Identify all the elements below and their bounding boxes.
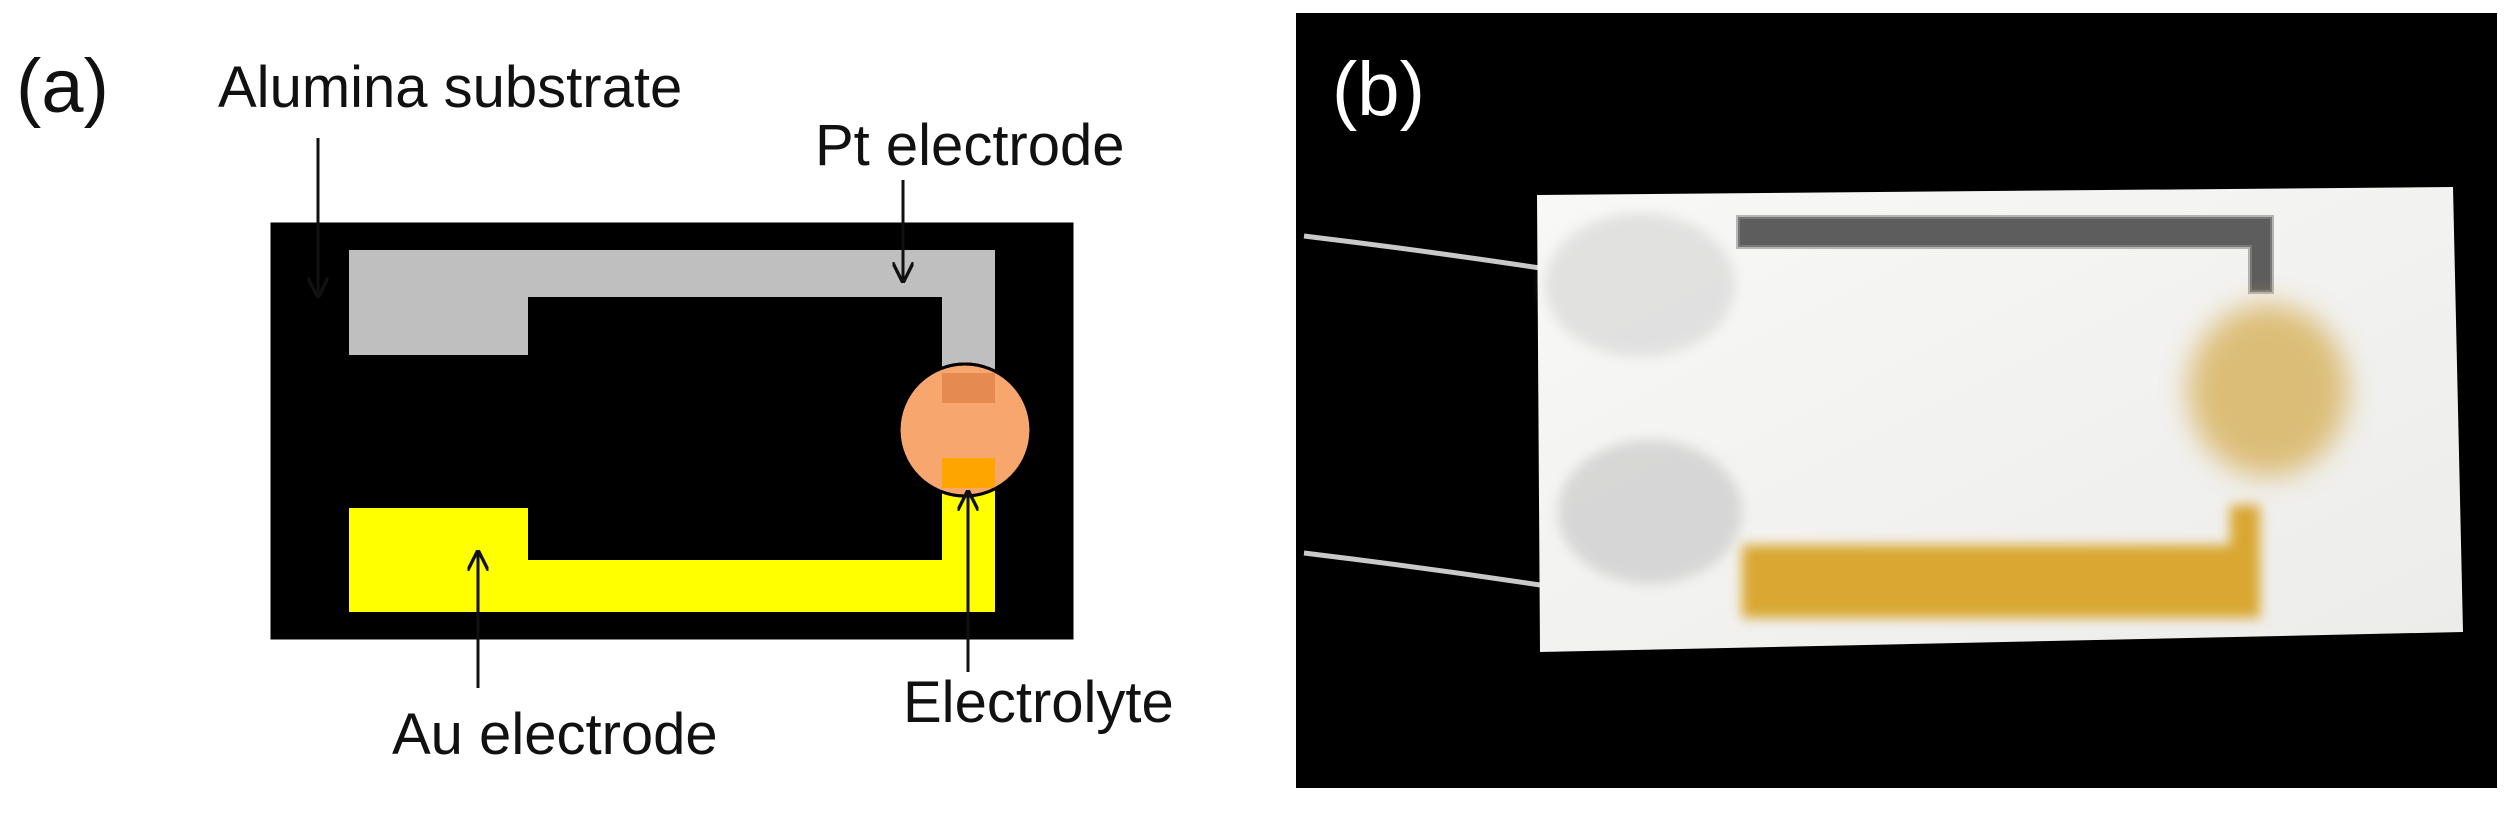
panel-a: (a) Alumina substrate Pt electrode Au el…: [16, 44, 1174, 767]
photo-pt-film-texture: [1736, 215, 2274, 294]
panel-a-letter: (a): [16, 44, 109, 129]
photo-electrolyte-stain: [2188, 304, 2348, 476]
pt-electrolyte-overlap: [942, 373, 995, 403]
label-au-electrode: Au electrode: [392, 702, 718, 767]
lower-contact-pad: [1558, 440, 1742, 584]
label-pt-electrode: Pt electrode: [815, 113, 1125, 178]
upper-contact-pad: [1545, 213, 1735, 357]
panel-b-letter: (b): [1332, 47, 1425, 132]
pt-electrode: [349, 250, 995, 412]
upper-lead-wire: [1303, 233, 1541, 271]
au-electrode: [349, 470, 995, 612]
photo-au-film: [1742, 505, 2260, 618]
label-electrolyte: Electrolyte: [903, 670, 1174, 735]
panel-b: (b): [1296, 13, 2497, 788]
lower-lead-wire: [1303, 550, 1541, 588]
au-electrolyte-overlap: [942, 458, 995, 488]
label-alumina-substrate: Alumina substrate: [218, 55, 682, 120]
photo-pt-film: [1738, 217, 2272, 292]
